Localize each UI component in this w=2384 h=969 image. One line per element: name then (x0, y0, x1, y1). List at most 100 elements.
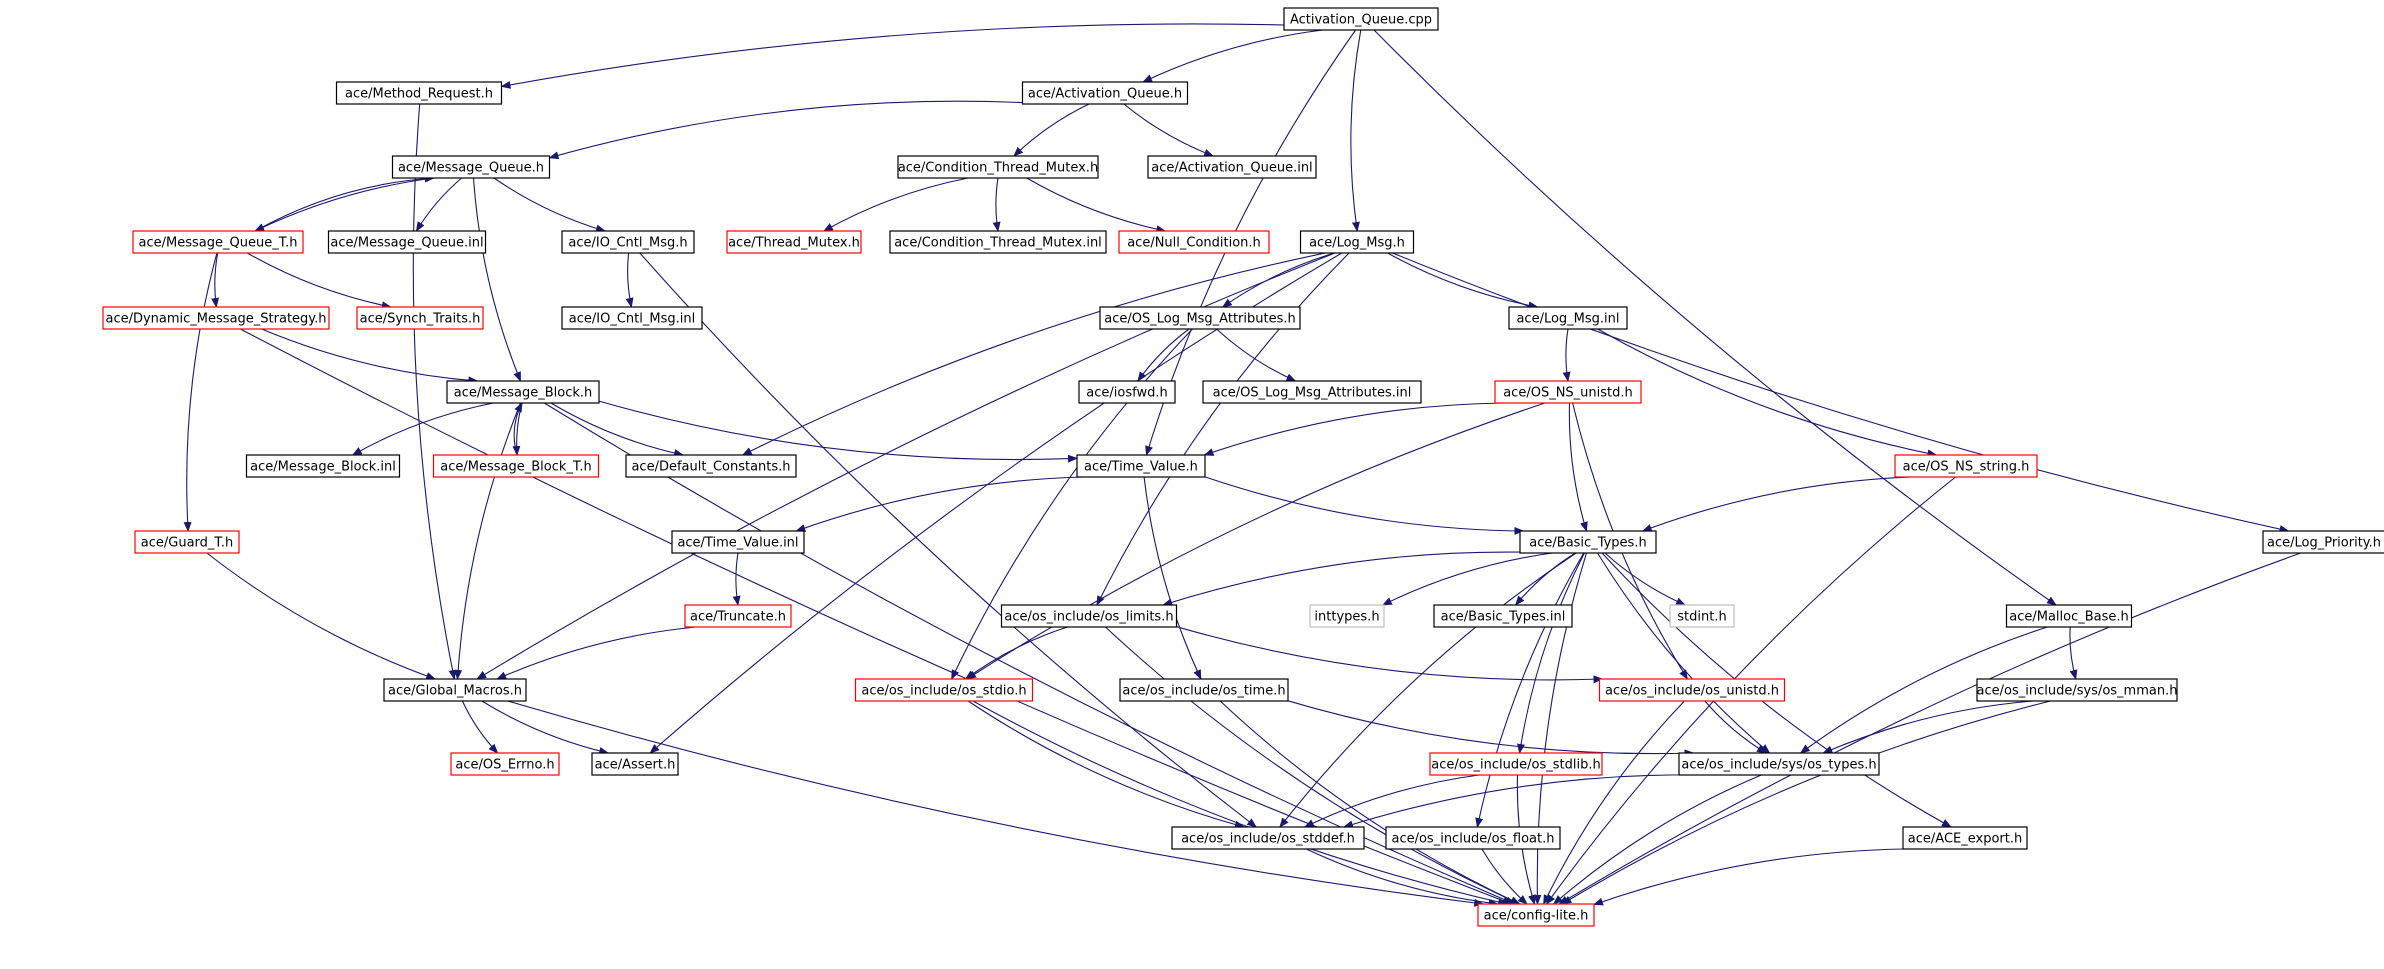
node-ace-export-h[interactable]: ace/ACE_export.h (1902, 826, 2028, 850)
edge-message-block-h-to-config-lite-h (544, 402, 1516, 905)
edge-os-limits-h-to-os-stdio-h (964, 626, 1068, 680)
node-condition-thread-mutex-inl[interactable]: ace/Condition_Thread_Mutex.inl (889, 230, 1107, 254)
edge-os-stddef-h-to-config-lite-h (1306, 848, 1499, 907)
node-box-malloc-base-h (2005, 604, 2133, 628)
node-thread-mutex-h[interactable]: ace/Thread_Mutex.h (726, 230, 862, 254)
node-os-float-h[interactable]: ace/os_include/os_float.h (1385, 826, 1561, 850)
node-label-malloc-base-h: ace/Malloc_Base.h (2009, 610, 2129, 625)
node-os-log-msg-attributes-h[interactable]: ace/OS_Log_Msg_Attributes.h (1099, 306, 1301, 330)
node-synch-traits-h[interactable]: ace/Synch_Traits.h (356, 306, 484, 330)
edge-basic-types-h-to-ace-export-h (1601, 552, 1952, 828)
node-os-errno-h[interactable]: ace/OS_Errno.h (450, 752, 560, 776)
node-basic-types-h[interactable]: ace/Basic_Types.h (1519, 530, 1657, 554)
edge-activation-queue-h-to-condition-thread-mutex-h (1013, 103, 1090, 157)
node-default-constants-h[interactable]: ace/Default_Constants.h (625, 454, 797, 478)
edge-method-request-to-global-macros-h (412, 103, 457, 680)
edge-log-msg-h-to-log-msg-inl (1387, 252, 1539, 310)
edge-os-ns-unistd-h-to-basic-types-h (1568, 402, 1588, 532)
node-os-unistd-h[interactable]: ace/os_include/os_unistd.h (1598, 678, 1786, 702)
node-label-log-priority-h: ace/Log_Priority.h (2267, 536, 2381, 551)
node-activation-queue-h[interactable]: ace/Activation_Queue.h (1021, 81, 1189, 105)
node-log-msg-h[interactable]: ace/Log_Msg.h (1299, 230, 1415, 254)
edge-message-queue-h-to-message-queue-t-h (254, 177, 434, 232)
node-activation-queue-inl[interactable]: ace/Activation_Queue.inl (1147, 155, 1317, 179)
node-message-queue-t-h[interactable]: ace/Message_Queue_T.h (132, 230, 304, 254)
node-label-activation-queue-h: ace/Activation_Queue.h (1028, 87, 1182, 102)
node-time-value-inl[interactable]: ace/Time_Value.inl (671, 530, 805, 554)
node-os-ns-string-h[interactable]: ace/OS_NS_string.h (1894, 454, 2038, 478)
node-box-time-value-inl (671, 530, 805, 554)
node-method-request[interactable]: ace/Method_Request.h (335, 81, 503, 105)
node-label-io-cntl-msg-h: ace/IO_Cntl_Msg.h (568, 236, 687, 251)
node-io-cntl-msg-h[interactable]: ace/IO_Cntl_Msg.h (561, 230, 695, 254)
node-os-stdio-h[interactable]: ace/os_include/os_stdio.h (854, 678, 1034, 702)
node-global-macros-h[interactable]: ace/Global_Macros.h (383, 678, 527, 702)
edge-os-ns-string-h-to-basic-types-h (1641, 476, 1912, 532)
node-null-condition-h[interactable]: ace/Null_Condition.h (1118, 230, 1270, 254)
edge-basic-types-h-to-os-float-h (1475, 552, 1585, 828)
edge-os-stdlib-h-to-os-stddef-h (1303, 774, 1480, 828)
edge-os-unistd-h-to-config-lite-h (1543, 700, 1685, 905)
node-label-activation-queue-inl: ace/Activation_Queue.inl (1151, 161, 1312, 176)
node-label-os-stdlib-h: ace/os_include/os_stdlib.h (1431, 758, 1600, 773)
node-guard-t-h[interactable]: ace/Guard_T.h (134, 530, 240, 554)
node-os-limits-h[interactable]: ace/os_include/os_limits.h (1000, 604, 1178, 628)
edge-os-float-h-to-config-lite-h (1481, 848, 1528, 905)
edge-log-msg-inl-to-os-ns-string-h (1597, 328, 1938, 458)
node-log-msg-inl[interactable]: ace/Log_Msg.inl (1508, 306, 1628, 330)
edge-condition-thread-mutex-h-to-null-condition-h (1026, 177, 1167, 234)
node-label-io-cntl-msg-inl: ace/IO_Cntl_Msg.inl (569, 312, 695, 327)
node-os-types-h[interactable]: ace/os_include/sys/os_types.h (1678, 752, 1880, 776)
edge-malloc-base-h-to-os-mman-h (2069, 626, 2078, 680)
node-message-block-h[interactable]: ace/Message_Block.h (446, 380, 600, 404)
node-box-os-log-msg-attributes-inl (1202, 380, 1422, 404)
node-config-lite-h[interactable]: ace/config-lite.h (1477, 903, 1595, 927)
node-message-block-inl[interactable]: ace/Message_Block.inl (245, 454, 401, 478)
edge-os-limits-h-to-config-lite-h (1105, 626, 1521, 905)
node-box-condition-thread-mutex-inl (889, 230, 1107, 254)
node-malloc-base-h[interactable]: ace/Malloc_Base.h (2005, 604, 2133, 628)
node-message-block-t-h[interactable]: ace/Message_Block_T.h (432, 454, 600, 478)
edge-time-value-h-to-time-value-inl (795, 476, 1083, 532)
node-condition-thread-mutex-h[interactable]: ace/Condition_Thread_Mutex.h (897, 155, 1099, 179)
edge-activation-queue-h-to-activation-queue-inl (1123, 103, 1215, 157)
node-root: Activation_Queue.cpp (1283, 7, 1439, 31)
edge-log-msg-h-to-os-limits-h (1096, 252, 1350, 606)
node-label-os-errno-h: ace/OS_Errno.h (455, 758, 554, 773)
node-dynamic-message-strategy-h[interactable]: ace/Dynamic_Message_Strategy.h (102, 306, 330, 330)
node-label-os-log-msg-attributes-inl: ace/OS_Log_Msg_Attributes.inl (1213, 386, 1412, 401)
edge-message-queue-t-h-to-guard-t-h (183, 252, 218, 532)
node-stdint-h: stdint.h (1669, 604, 1735, 628)
node-assert-h[interactable]: ace/Assert.h (591, 752, 679, 776)
node-os-stdlib-h[interactable]: ace/os_include/os_stdlib.h (1429, 752, 1603, 776)
node-log-priority-h[interactable]: ace/Log_Priority.h (2262, 530, 2384, 554)
node-label-dynamic-message-strategy-h: ace/Dynamic_Message_Strategy.h (105, 312, 326, 327)
node-os-stddef-h[interactable]: ace/os_include/os_stddef.h (1171, 826, 1365, 850)
edge-guard-t-h-to-global-macros-h (206, 552, 437, 680)
node-iosfwd-h[interactable]: ace/iosfwd.h (1078, 380, 1176, 404)
node-os-mman-h[interactable]: ace/os_include/sys/os_mman.h (1976, 678, 2178, 702)
edge-message-queue-t-h-to-message-queue-h (254, 174, 435, 232)
node-label-log-msg-inl: ace/Log_Msg.inl (1516, 312, 1619, 327)
node-time-value-h[interactable]: ace/Time_Value.h (1076, 454, 1206, 478)
node-label-default-constants-h: ace/Default_Constants.h (631, 460, 790, 475)
edge-os-time-h-to-config-lite-h (1219, 700, 1521, 905)
node-os-log-msg-attributes-inl[interactable]: ace/OS_Log_Msg_Attributes.inl (1202, 380, 1422, 404)
node-box-os-stdlib-h (1429, 752, 1603, 776)
edge-time-value-h-to-os-time-h (1143, 476, 1202, 680)
edge-global-macros-h-to-assert-h (481, 700, 610, 755)
node-os-ns-unistd-h[interactable]: ace/OS_NS_unistd.h (1494, 380, 1642, 404)
node-message-queue-h[interactable]: ace/Message_Queue.h (391, 155, 551, 179)
edge-truncate-h-to-global-macros-h (496, 626, 696, 680)
node-io-cntl-msg-inl[interactable]: ace/IO_Cntl_Msg.inl (561, 306, 703, 330)
edge-root-to-method-request (500, 23, 1285, 89)
node-basic-types-inl[interactable]: ace/Basic_Types.inl (1433, 604, 1573, 628)
node-os-time-h[interactable]: ace/os_include/os_time.h (1119, 678, 1289, 702)
node-label-ace-export-h: ace/ACE_export.h (1908, 832, 2022, 847)
edge-message-queue-t-h-to-dynamic-message-strategy-h (211, 252, 220, 308)
node-message-queue-inl[interactable]: ace/Message_Queue.inl (327, 230, 487, 254)
edge-message-block-h-to-global-macros-h (454, 402, 522, 680)
node-truncate-h[interactable]: ace/Truncate.h (684, 604, 792, 628)
edge-message-block-t-h-to-message-block-h (513, 402, 523, 456)
node-box-basic-types-h (1519, 530, 1657, 554)
